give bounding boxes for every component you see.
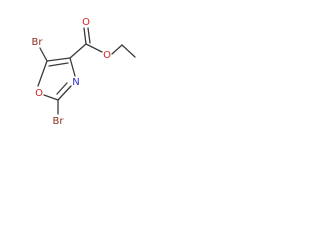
bond-c5-c4-double (48, 62, 69, 67)
bond-c2-o1 (43, 94, 59, 101)
ester-oxygen-atom: O (103, 50, 111, 61)
bond-carbonyl-ester-o (85, 43, 103, 53)
bromine-atom-top: Br (32, 37, 44, 48)
bond-c4-n3 (69, 57, 76, 77)
bond-carbonyl-o-double (83, 27, 87, 45)
carbonyl-oxygen-atom: O (82, 17, 90, 28)
molecule-structure: Br Br O N O O (32, 17, 136, 127)
bromine-atom-bottom: Br (53, 116, 65, 127)
ring-oxygen-atom: O (35, 88, 43, 99)
bond-c4-carbonyl (69, 43, 87, 59)
bond-c5-br (39, 47, 48, 62)
bond-n3-c2 (57, 85, 72, 101)
ring-nitrogen-atom: N (72, 77, 79, 88)
bond-o1-c5 (37, 60, 48, 87)
bond-n3-c2-double (56, 82, 68, 95)
bond-ch2-ch3 (121, 44, 136, 58)
bond-c5-c4 (46, 57, 71, 62)
bond-carbonyl-o-double-2 (87, 27, 91, 44)
bond-ester-o-ch2 (111, 44, 123, 55)
